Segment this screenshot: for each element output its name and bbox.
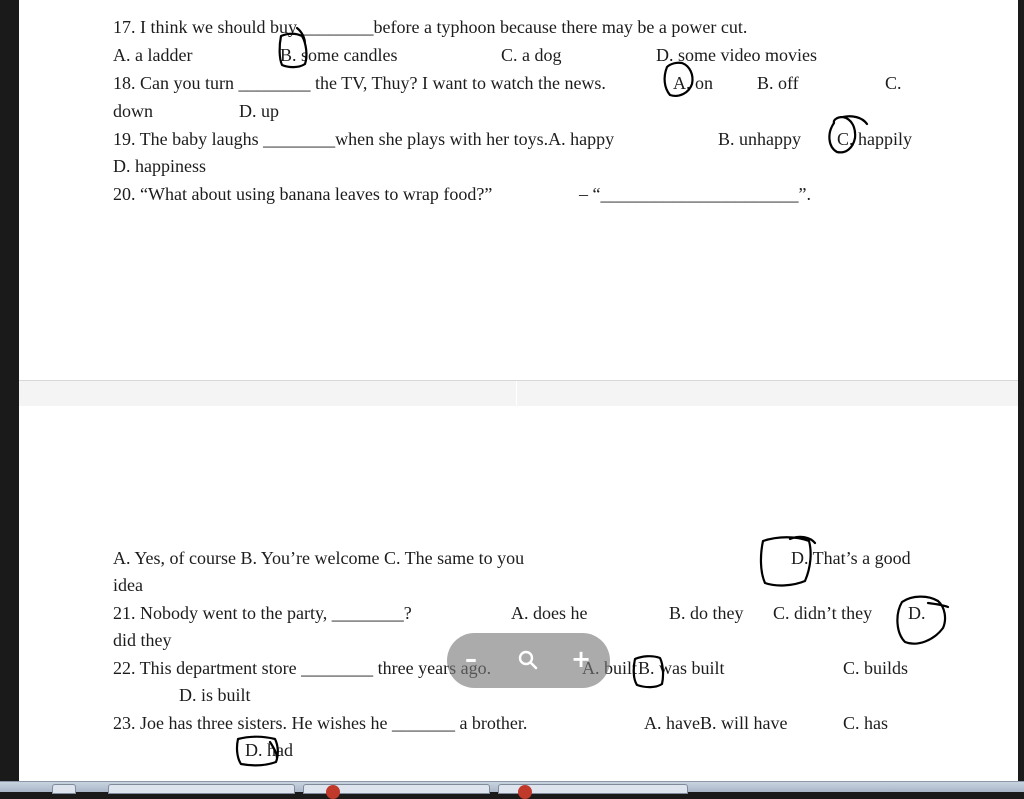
- q18-option-b: B. off: [757, 73, 799, 93]
- taskbar-app-icon-1: [326, 785, 340, 799]
- q23-option-ab: A. haveB. will have: [644, 713, 788, 733]
- q18-option-d: D. up: [239, 101, 279, 121]
- q17-option-c: C. a dog: [501, 45, 562, 65]
- page-gap-mark: [516, 381, 517, 407]
- q20-option-d: D. That’s a good: [791, 548, 911, 568]
- taskbar-app-icon-2: [518, 785, 532, 799]
- zoom-controls: – +: [447, 633, 610, 688]
- taskbar-button-2[interactable]: [108, 784, 295, 794]
- q22-option-c: C. builds: [843, 658, 909, 678]
- question-19: 19. The baby laughs ________when she pla…: [113, 129, 615, 149]
- taskbar: [0, 781, 1024, 799]
- zoom-magnifier-icon[interactable]: [517, 649, 539, 671]
- q19-option-d: D. happiness: [113, 156, 206, 176]
- page-gap: [19, 380, 1018, 408]
- taskbar-button-1[interactable]: [52, 784, 76, 794]
- q23-option-c: C. has: [843, 713, 888, 733]
- q18-option-c-label: C.: [885, 73, 902, 93]
- q23-option-d: D. had: [245, 740, 293, 760]
- q17-option-d: D. some video movies: [656, 45, 817, 65]
- q21-option-c: C. didn’t they: [773, 603, 873, 623]
- question-18: 18. Can you turn ________ the TV, Thuy? …: [113, 73, 606, 93]
- question-20: 20. “What about using banana leaves to w…: [113, 184, 493, 204]
- q21-option-b: B. do they: [669, 603, 744, 623]
- q20-options-abc: A. Yes, of course B. You’re welcome C. T…: [113, 548, 525, 568]
- q21-option-d-label: D.: [908, 603, 926, 623]
- q17-option-a: A. a ladder: [113, 45, 193, 65]
- question-22: 22. This department store ________ three…: [113, 658, 492, 678]
- document-page-1: 17. I think we should buy ________before…: [19, 0, 1018, 380]
- q20-answer-blank: – “______________________”.: [579, 184, 811, 204]
- q19-option-c: C. happily: [837, 129, 912, 149]
- q18-option-a: A. on: [673, 73, 713, 93]
- q22-option-b: B. was built: [638, 658, 725, 678]
- question-21: 21. Nobody went to the party, ________?: [113, 603, 412, 623]
- document-page-2: A. Yes, of course B. You’re welcome C. T…: [19, 406, 1018, 781]
- q17-option-b: B. some candles: [280, 45, 398, 65]
- question-23: 23. Joe has three sisters. He wishes he …: [113, 713, 528, 733]
- zoom-in-button[interactable]: +: [571, 645, 592, 673]
- q20-option-d-cont: idea: [113, 575, 143, 595]
- question-17: 17. I think we should buy ________before…: [113, 17, 748, 37]
- q22-option-d: D. is built: [179, 685, 251, 705]
- zoom-out-button[interactable]: –: [465, 645, 477, 673]
- q18-option-c-text: down: [113, 101, 153, 121]
- q19-option-b: B. unhappy: [718, 129, 801, 149]
- q21-option-a: A. does he: [511, 603, 588, 623]
- q21-option-d-text: did they: [113, 630, 172, 650]
